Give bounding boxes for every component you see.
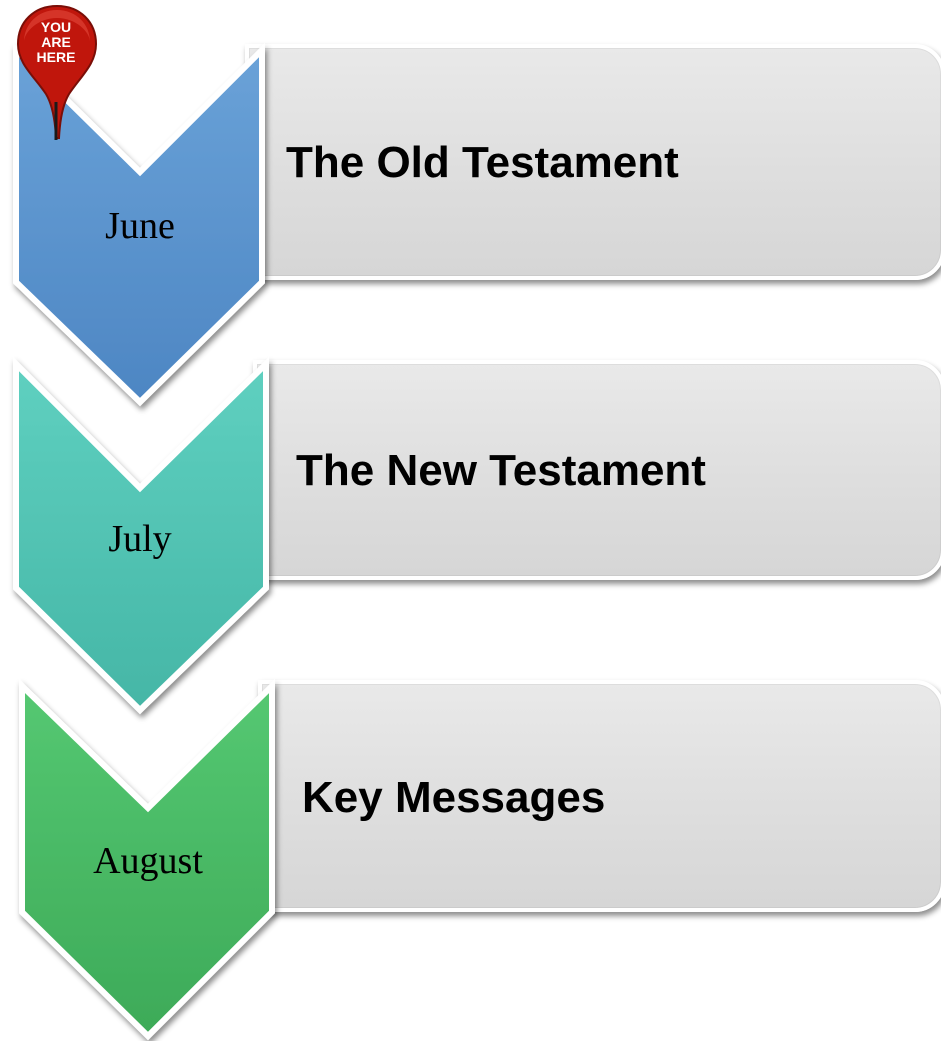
pin-text-line-1: YOU xyxy=(40,19,72,35)
step-panel-1 xyxy=(245,44,941,280)
step-month-1: June xyxy=(105,205,175,247)
location-pin-icon xyxy=(16,4,98,140)
step-chevron-2 xyxy=(13,356,269,715)
step-title-3: Key Messages xyxy=(302,773,606,822)
step-title-2: The New Testament xyxy=(296,446,706,495)
you-are-here-label: YOU ARE HERE xyxy=(12,20,100,65)
step-title-1: The Old Testament xyxy=(286,138,679,187)
step-chevron-3 xyxy=(19,678,275,1041)
step-panel-3 xyxy=(258,680,941,912)
step-panel-2 xyxy=(253,360,941,580)
pin-text-line-3: HERE xyxy=(36,49,76,65)
step-chevron-1 xyxy=(13,42,265,407)
pin-text-line-2: ARE xyxy=(41,34,71,50)
step-month-3: August xyxy=(93,840,203,882)
step-month-2: July xyxy=(108,518,172,560)
